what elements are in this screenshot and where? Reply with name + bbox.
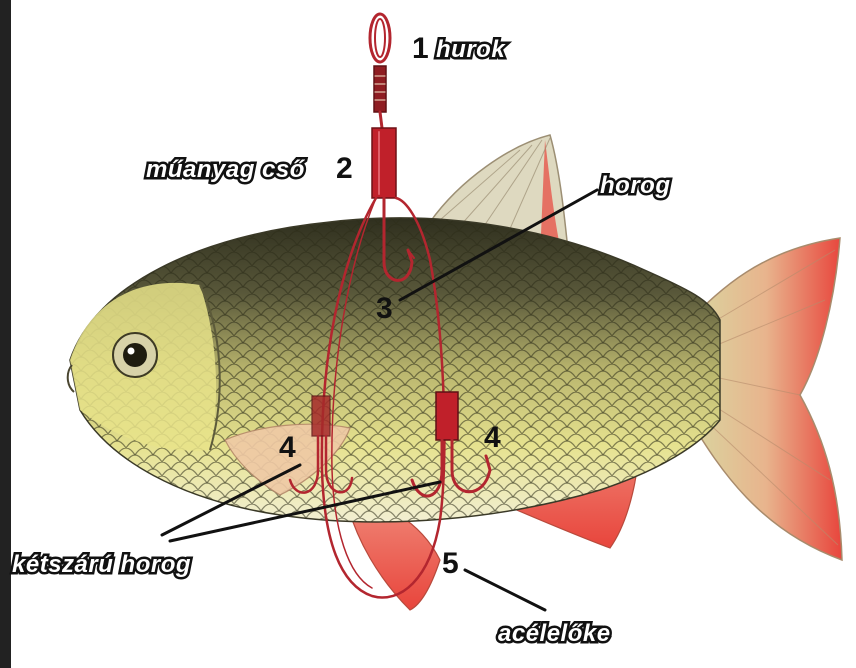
plastic-tube <box>372 128 396 198</box>
label-hurok: hurok <box>436 36 505 64</box>
loop <box>370 14 390 62</box>
pointer-acel <box>465 570 545 610</box>
number-4-left: 4 <box>279 431 296 465</box>
label-muanyag-cso: műanyag cső <box>146 156 305 184</box>
label-ketszaru-horog: kétszárú horog <box>12 551 191 579</box>
number-5: 5 <box>442 547 459 581</box>
number-2: 2 <box>336 152 353 186</box>
number-1: 1 <box>412 32 429 66</box>
label-acelelo: acélelőke <box>498 620 611 648</box>
label-horog: horog <box>600 172 670 200</box>
number-4-right: 4 <box>484 421 501 455</box>
number-3: 3 <box>376 292 393 326</box>
